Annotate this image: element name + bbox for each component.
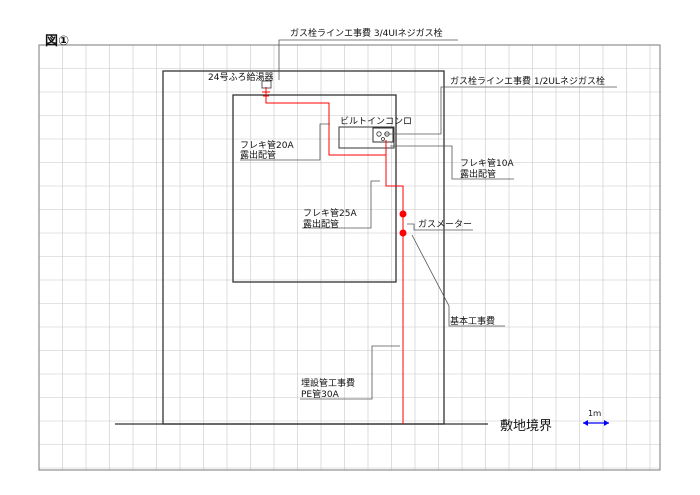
label-basic-work: 基本工事費 xyxy=(450,315,495,327)
leader-flex20 xyxy=(240,123,330,161)
label-buried-line2: PE管30A xyxy=(301,388,340,400)
gas-piping xyxy=(262,87,404,424)
burner-icon xyxy=(376,131,382,137)
label-site-boundary: 敷地境界 xyxy=(500,419,552,434)
label-flex10-line1: フレキ管10A xyxy=(460,157,514,169)
stove-burner-box xyxy=(372,127,394,143)
pipe-flex20 xyxy=(265,87,404,233)
label-flex10-line2: 露出配管 xyxy=(460,168,496,180)
leader-basic-work xyxy=(411,234,505,327)
leader-gas-meter xyxy=(407,223,473,231)
leader-lines xyxy=(240,39,617,400)
label-buried-line1: 埋設管工事費 xyxy=(301,377,355,389)
scale-arrow-right-head xyxy=(604,420,609,426)
burner-icon xyxy=(381,137,385,141)
leader-flex25 xyxy=(302,180,380,229)
builtin-stove-box xyxy=(338,126,395,149)
figure-label: 図① xyxy=(45,34,69,49)
gas-meter-bottom-dot xyxy=(399,229,407,237)
label-flex20-line1: フレキ管20A xyxy=(240,139,294,151)
label-gas-valve-12: ガス栓ラインエ事費 1/2ULネジガス栓 xyxy=(450,75,605,87)
label-builtin-stove: ビルトインコンロ xyxy=(340,116,412,127)
room-outline xyxy=(232,94,397,283)
label-gas-meter: ガスメーター xyxy=(418,219,472,230)
leader-flex10 xyxy=(390,145,514,180)
leader-gas-valve-34 xyxy=(278,39,458,80)
label-flex20-line2: 露出配管 xyxy=(240,149,276,161)
label-gas-valve-34: ガス栓ラインエ事費 3/4UIネジガス栓 xyxy=(290,27,443,39)
label-flex25-line2: 露出配管 xyxy=(303,218,339,230)
leader-gas-valve-12 xyxy=(384,86,617,135)
scale-arrow-left-head xyxy=(583,420,588,426)
scale-bar xyxy=(583,420,609,426)
drawing-frame xyxy=(38,44,661,471)
leader-buried xyxy=(300,345,400,400)
label-flex25-line1: フレキ管25A xyxy=(303,207,357,219)
label-water-heater: 24号ふろ給湯器 xyxy=(208,71,273,83)
background-grid xyxy=(38,44,660,470)
gas-meter-top-dot xyxy=(399,210,407,218)
label-scale: 1ｍ xyxy=(588,409,601,418)
